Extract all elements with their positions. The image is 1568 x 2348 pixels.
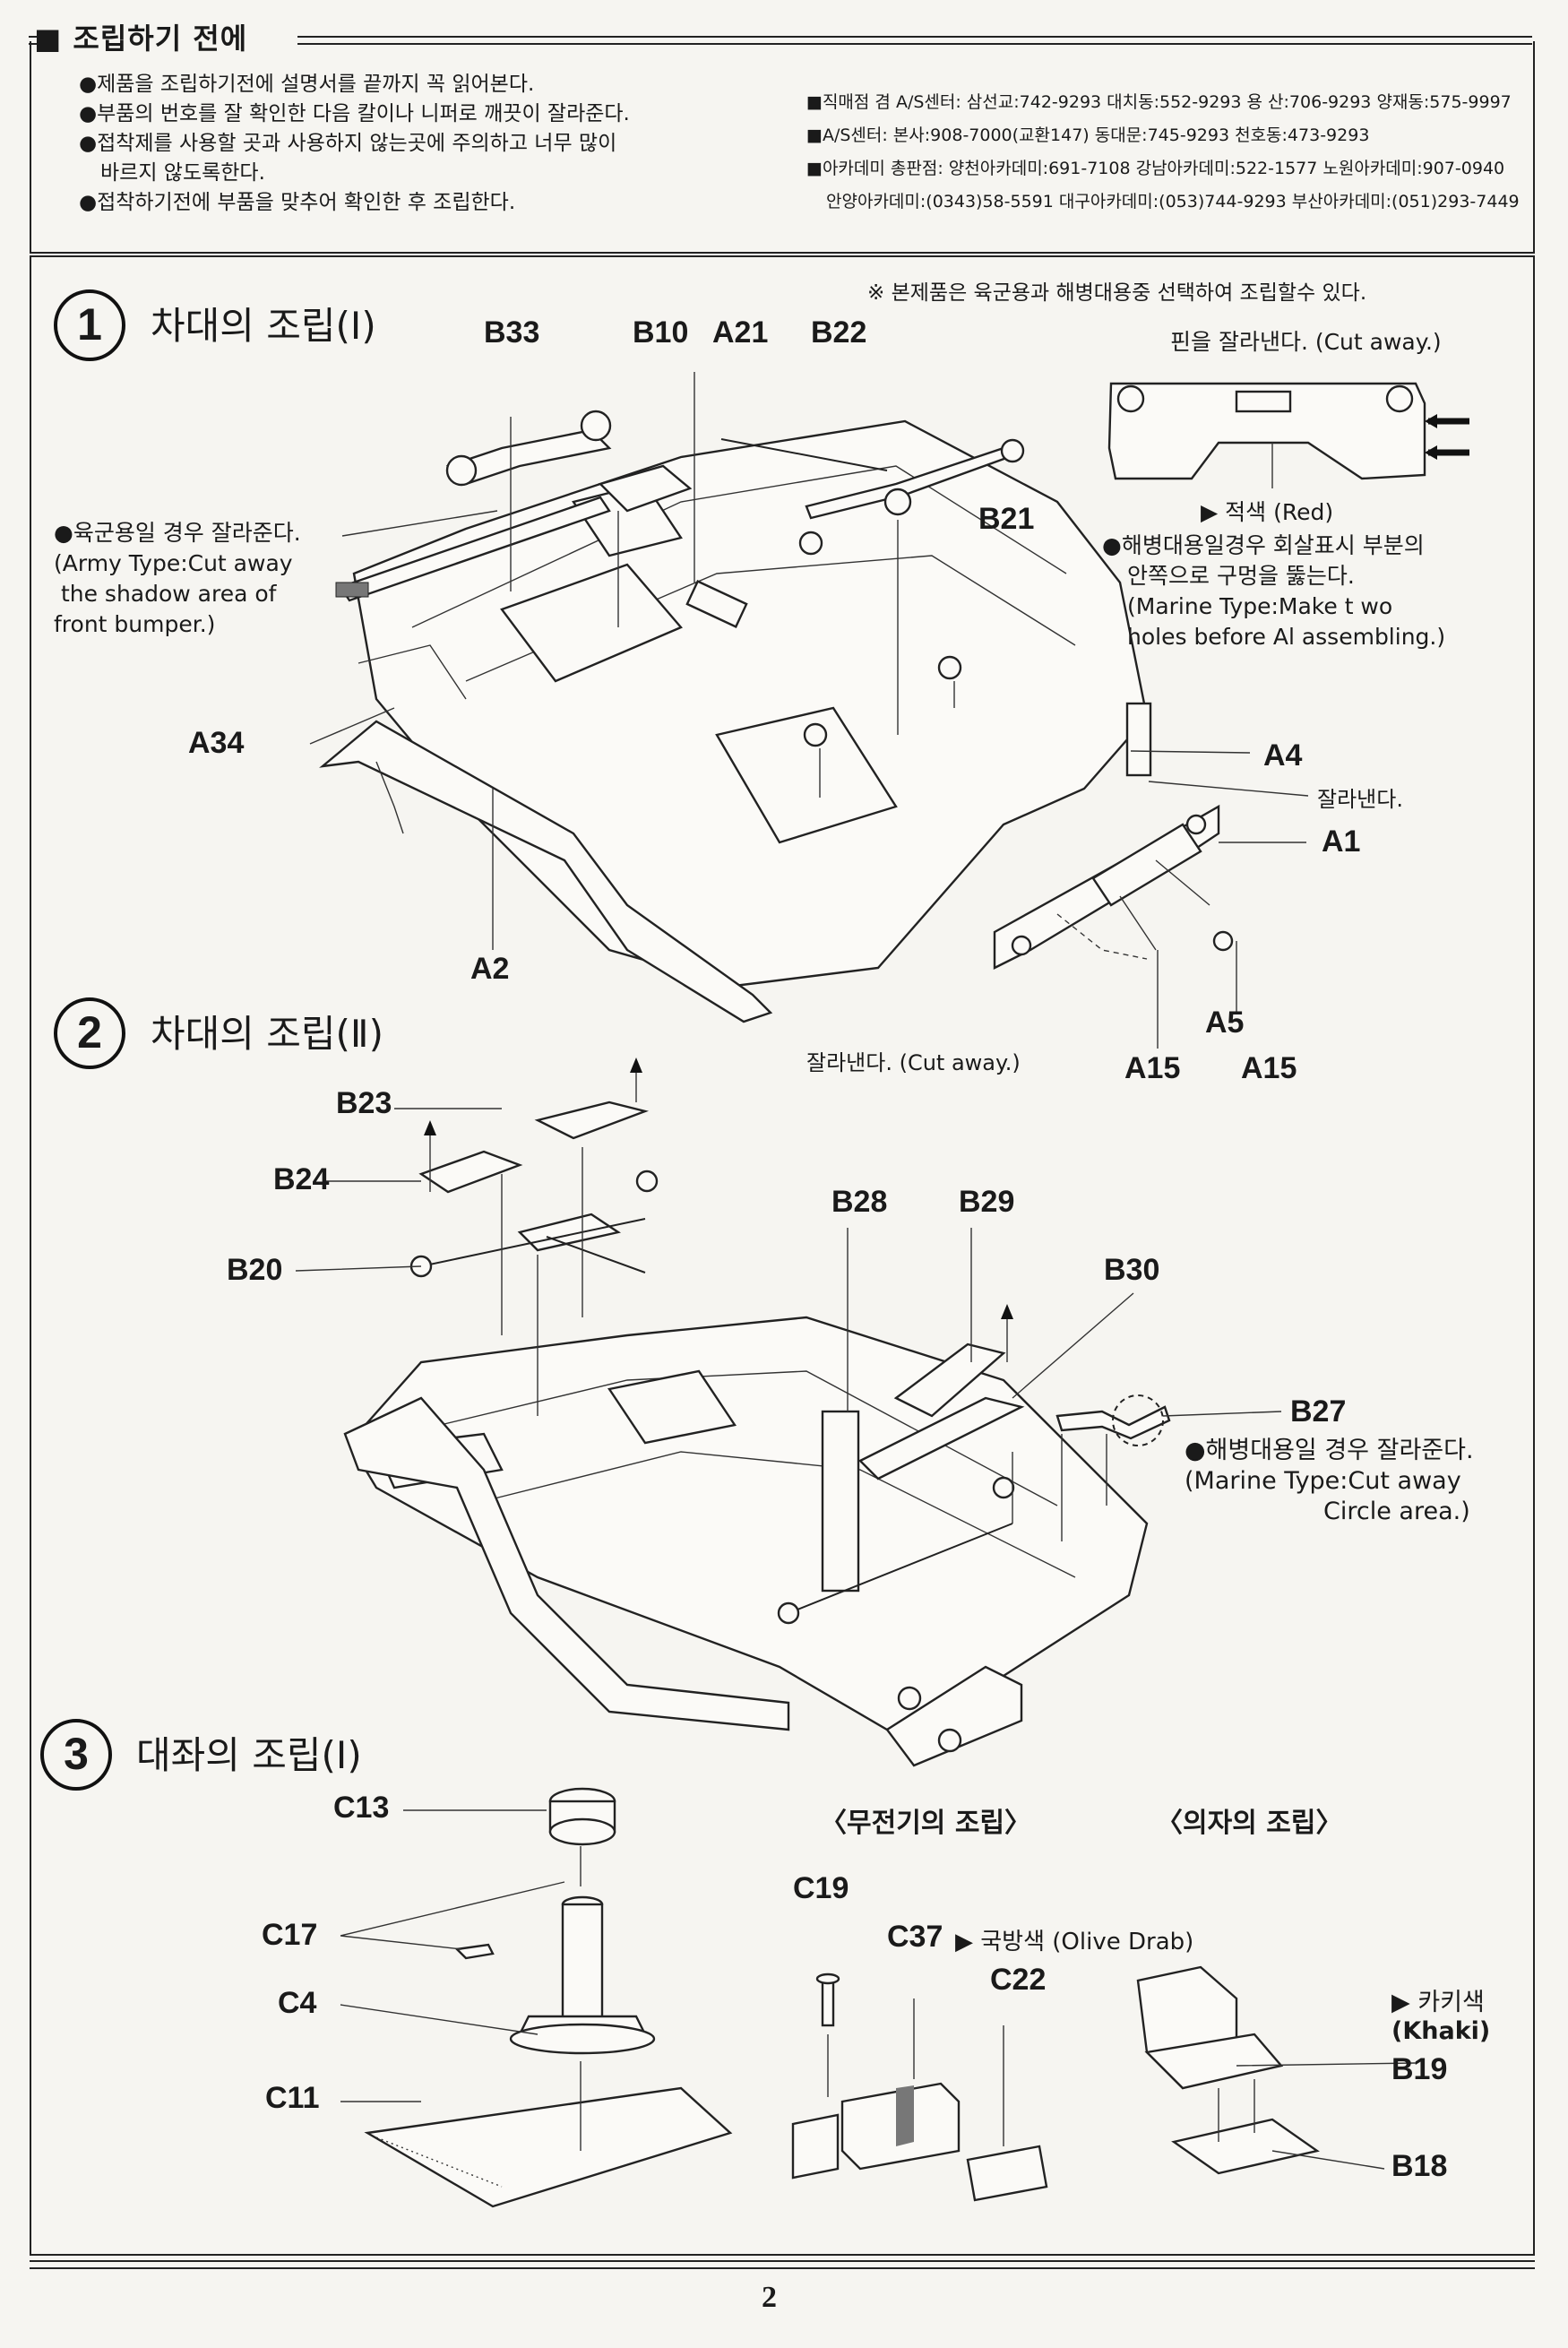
part-label-a1: A1 [1322, 824, 1361, 859]
part-label-a15: A15 [1124, 1051, 1181, 1085]
part-label-b21: B21 [978, 502, 1035, 536]
contact-line: 안양아카데미:(0343)58-5591 대구아카데미:(053)744-929… [826, 192, 1520, 211]
part-label-c13: C13 [333, 1791, 390, 1825]
pin-cut-note: 핀을 잘라낸다. (Cut away.) [1170, 329, 1442, 355]
step-3-title: 대좌의 조립(Ⅰ) [136, 1733, 362, 1777]
note-item: ●부품의 번호를 잘 확인한 다음 칼이나 니퍼로 깨끗이 잘라준다. [79, 102, 630, 125]
marine-note-line: ●해병대용일경우 회살표시 부분의 [1102, 532, 1425, 558]
part-label-b22: B22 [811, 315, 867, 350]
step-2-title: 차대의 조립(Ⅱ) [151, 1012, 383, 1056]
step-2-number: 2 [54, 997, 125, 1069]
radio-assembly-title: 〈무전기의 조립〉 [820, 1808, 1032, 1839]
seat-assembly-title: 〈의자의 조립〉 [1156, 1808, 1343, 1839]
khaki-note-line: ▶ 카키색 [1391, 1989, 1485, 2016]
contact-line: ■직매점 겸 A/S센터: 삼선교:742-9293 대치동:552-9293 … [806, 92, 1512, 112]
red-color-note: ▶ 적색 (Red) [1201, 499, 1334, 525]
contact-list: ■직매점 겸 A/S센터: 삼선교:742-9293 대치동:552-9293 … [806, 86, 1520, 219]
note-item: ●제품을 조립하기전에 설명서를 끝까지 꼭 읽어본다. [79, 73, 535, 96]
part-label-c17: C17 [262, 1918, 318, 1952]
part-label-c37: C37 [887, 1920, 943, 1954]
army-type-note: ●육군용일 경우 잘라준다. (Army Type:Cut away the s… [54, 518, 301, 640]
part-label-b33: B33 [484, 315, 540, 350]
step-1-select-note: ※ 본제품은 육군용과 해병대용중 선택하여 조립할수 있다. [867, 281, 1367, 305]
cut-away-note-a4: 잘라낸다. [1317, 787, 1403, 812]
page-number: 2 [762, 2281, 777, 2314]
part-label-a15: A15 [1241, 1051, 1297, 1085]
header-rule [297, 36, 1532, 45]
step-1-title: 차대의 조립(Ⅰ) [151, 304, 376, 348]
footer-rule [30, 2260, 1535, 2269]
part-label-a21: A21 [712, 315, 769, 350]
label-leader-lines [295, 510, 1417, 2170]
part-label-b28: B28 [831, 1185, 888, 1219]
marine-cut-line: (Marine Type:Cut away [1185, 1467, 1461, 1495]
instructions-frame [30, 255, 1535, 2256]
part-label-a4: A4 [1263, 738, 1303, 773]
seat-drawing [1136, 1965, 1320, 2175]
part-label-c22: C22 [990, 1963, 1047, 1997]
part-label-b23: B23 [336, 1086, 392, 1120]
part-label-b29: B29 [959, 1185, 1015, 1219]
note-item: ●접착하기전에 부품을 맞추어 확인한 후 조립한다. [79, 191, 516, 214]
army-note-line: the shadow area of [54, 581, 277, 607]
marine-note-line: holes before Al assembling.) [1127, 624, 1446, 650]
part-label-a2: A2 [470, 952, 510, 986]
part-label-b30: B30 [1104, 1253, 1160, 1287]
step-3-number: 3 [40, 1719, 112, 1791]
part-label-b27: B27 [1290, 1394, 1347, 1429]
marine-note-line: (Marine Type:Make t wo [1127, 593, 1393, 619]
chassis-drawing-1 [319, 372, 1234, 1023]
part-label-b18: B18 [1391, 2149, 1448, 2183]
header-rule-left [29, 36, 50, 45]
army-note-line: front bumper.) [54, 611, 216, 637]
part-label-b10: B10 [633, 315, 689, 350]
marine-type-note: ●해병대용일경우 회살표시 부분의 안쪽으로 구멍을 뚫는다. (Marine … [1102, 531, 1445, 652]
part-label-a5: A5 [1205, 1006, 1245, 1040]
note-item: 바르지 않도록한다. [100, 161, 265, 185]
step-1-number: 1 [54, 289, 125, 361]
marine-cut-note: ●해병대용일 경우 잘라준다. (Marine Type:Cut away Ci… [1185, 1436, 1474, 1527]
assembly-notes: ●제품을 조립하기전에 설명서를 끝까지 꼭 읽어본다. ●부품의 번호를 잘 … [79, 70, 760, 218]
radio-drawing [791, 1972, 1048, 2202]
marine-cut-line: ●해병대용일 경우 잘라준다. [1185, 1437, 1474, 1464]
army-note-line: (Army Type:Cut away [54, 550, 293, 576]
olive-drab-note: ▶ 국방색 (Olive Drab) [955, 1929, 1194, 1955]
part-label-a34: A34 [188, 726, 245, 760]
marine-note-line: 안쪽으로 구멍을 뚫는다. [1127, 563, 1355, 589]
khaki-note-line: (Khaki) [1391, 2017, 1491, 2045]
header-title: ■ 조립하기 전에 [34, 22, 248, 56]
part-label-c19: C19 [793, 1871, 849, 1905]
part-label-b20: B20 [227, 1253, 283, 1287]
header-box [30, 41, 1535, 254]
chassis-drawing-2 [343, 1057, 1171, 1767]
part-label-c11: C11 [265, 2081, 320, 2115]
part-label-b19: B19 [1391, 2052, 1448, 2086]
marine-cut-line: Circle area.) [1323, 1498, 1470, 1525]
khaki-note: ▶ 카키색 (Khaki) [1391, 1982, 1490, 2045]
cut-away-note-frame: 잘라낸다. (Cut away.) [806, 1050, 1021, 1075]
part-label-c4: C4 [278, 1986, 317, 2020]
pin-cut-detail [1107, 382, 1469, 488]
stand-drawing [364, 1787, 733, 2208]
note-item: ●접착제를 사용할 곳과 사용하지 않는곳에 주의하고 너무 많이 [79, 132, 617, 155]
part-label-b24: B24 [273, 1162, 330, 1196]
contact-line: ■A/S센터: 본사:908-7000(교환147) 동대문:745-9293 … [806, 125, 1370, 145]
contact-line: ■아카데미 총판점: 양천아카데미:691-7108 강남아카데미:522-15… [806, 159, 1505, 178]
army-note-line: ●육군용일 경우 잘라준다. [54, 520, 301, 546]
